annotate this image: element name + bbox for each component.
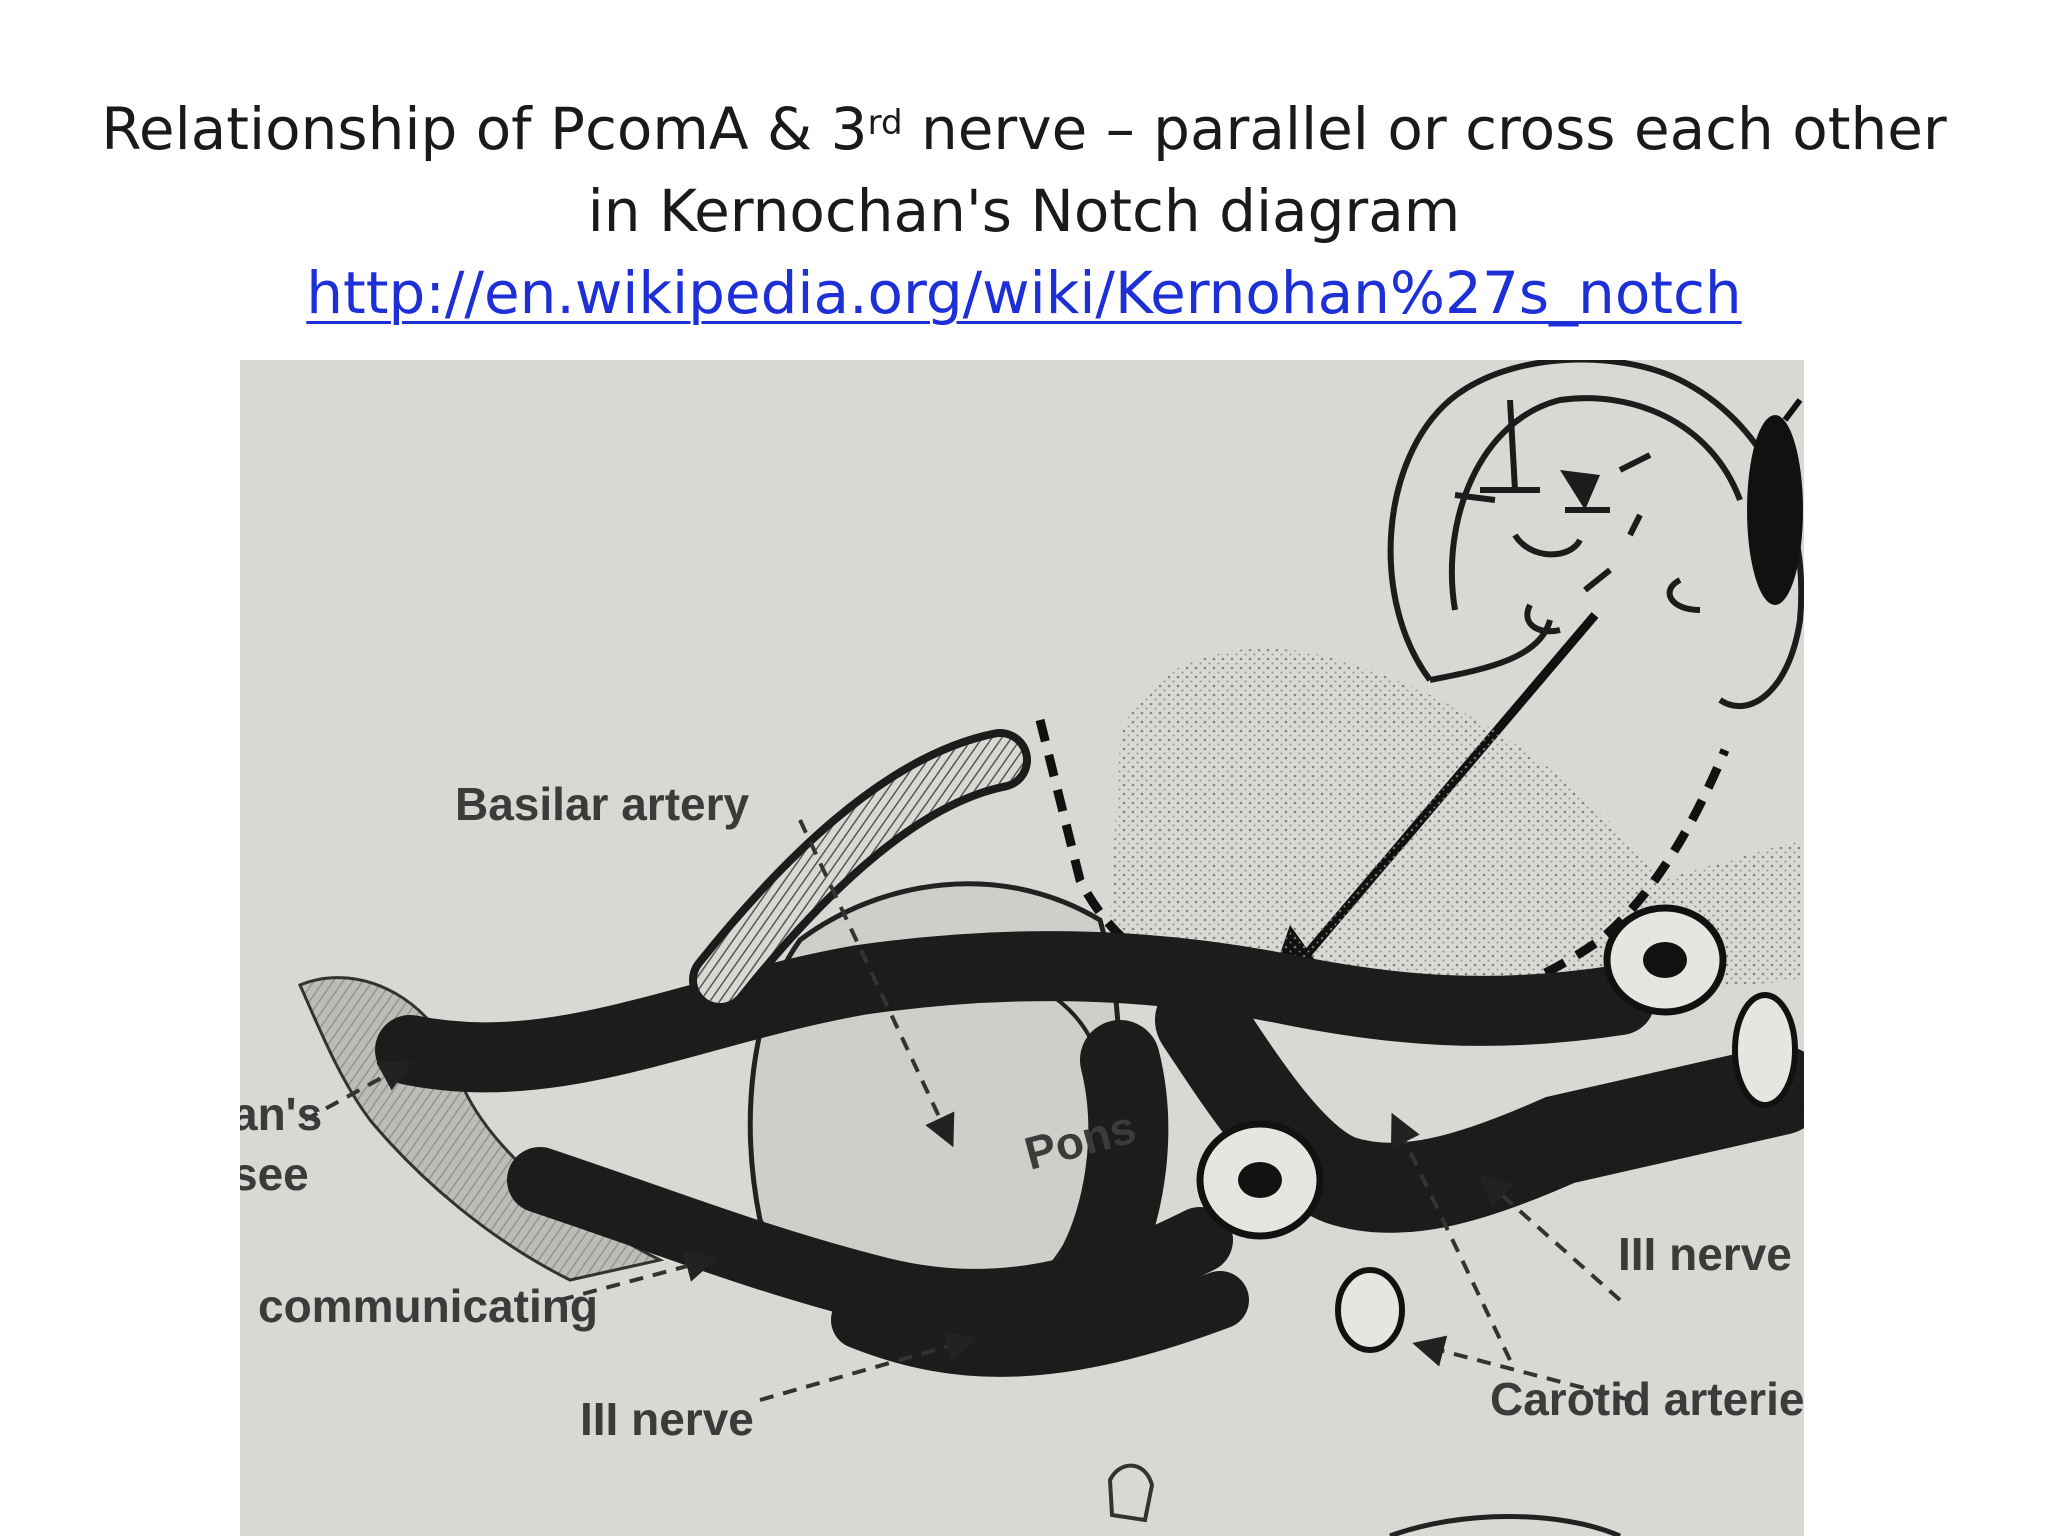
hematoma-shape [1747, 415, 1803, 605]
vessels [375, 729, 1804, 1377]
title-line-1: Relationship of PcomA & 3rd nerve – para… [0, 88, 2048, 170]
title-line-3: http://en.wikipedia.org/wiki/Kernohan%27… [0, 252, 2048, 334]
label-basilar-artery: Basilar artery [455, 778, 749, 830]
inset-pointer [1782, 398, 1803, 422]
small-hand-mark [1107, 1463, 1155, 1523]
kernohan-notch-diagram: Basilar artery Pons an's see communicati… [240, 360, 1804, 1536]
slide-title: Relationship of PcomA & 3rd nerve – para… [0, 88, 2048, 334]
leader-carotid-b [1390, 1112, 1512, 1361]
title-text-part1: Relationship of PcomA & 3 [101, 95, 868, 163]
leader-kernohan [304, 1061, 413, 1122]
leader-iii-nerve-left [759, 1331, 978, 1402]
title-text-part2: nerve – parallel or cross each other [902, 95, 1947, 163]
wikipedia-link[interactable]: http://en.wikipedia.org/wiki/Kernohan%27… [306, 259, 1742, 327]
diagram-illustration: Basilar artery Pons an's see communicati… [240, 360, 1804, 1536]
title-superscript: rd [867, 103, 903, 143]
carotid-lumen-right [1732, 992, 1798, 1108]
leader-lines [304, 819, 1631, 1402]
title-line-2: in Kernochan's Notch diagram [587, 177, 1461, 245]
label-kernohan-cut: an's [240, 1088, 322, 1140]
label-iii-nerve-left: III nerve [580, 1393, 754, 1445]
label-iii-nerve-right: III nerve [1618, 1228, 1792, 1280]
leader-communicating [559, 1250, 718, 1302]
ventricle-shape [1560, 470, 1600, 510]
leader-iii-nerve-right [1479, 1174, 1622, 1302]
label-see-cut: see [240, 1148, 309, 1200]
label-carotid-arteries: Carotid arterie [1490, 1373, 1804, 1425]
brain-section-inset [1387, 360, 1804, 709]
label-communicating: communicating [258, 1280, 598, 1332]
vessel-lumen-lower [1335, 1267, 1405, 1353]
leader-basilar [798, 819, 955, 1148]
leader-carotid-a [1412, 1335, 1631, 1402]
bottom-curve [1389, 1514, 1621, 1536]
